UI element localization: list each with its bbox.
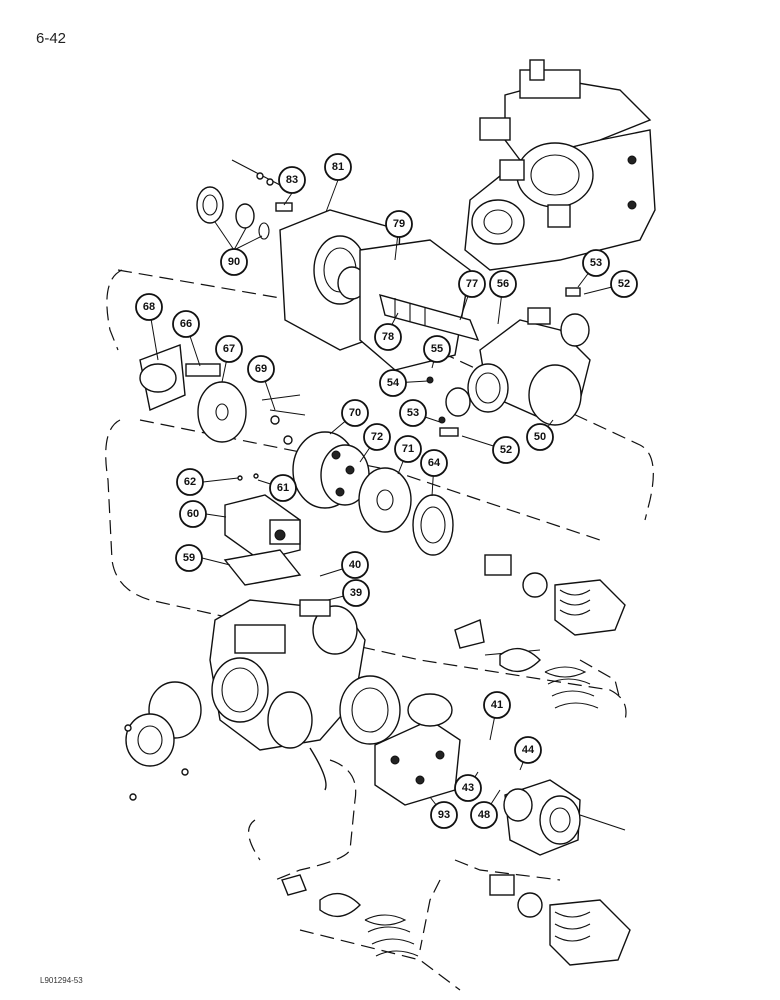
callout-label: 64 <box>428 457 441 469</box>
callout: 44 <box>514 736 542 764</box>
callout: 68 <box>135 293 163 321</box>
callout: 90 <box>220 248 248 276</box>
relief-valve-lower <box>281 874 631 966</box>
callout: 64 <box>420 449 448 477</box>
callout: 62 <box>176 468 204 496</box>
callout-label: 79 <box>393 218 405 230</box>
callout: 71 <box>394 435 422 463</box>
control-valve <box>223 473 302 586</box>
callout: 77 <box>458 270 486 298</box>
callout-label: 52 <box>618 278 630 290</box>
callout: 48 <box>470 801 498 829</box>
callout-label: 78 <box>382 331 394 343</box>
callout-label: 40 <box>349 559 361 571</box>
callout: 52 <box>492 436 520 464</box>
callout: 70 <box>341 399 369 427</box>
drive-shaft <box>379 294 480 342</box>
callout-label: 62 <box>184 476 196 488</box>
callout-label: 41 <box>491 699 503 711</box>
callout: 54 <box>379 369 407 397</box>
callout: 93 <box>430 801 458 829</box>
callout-label: 48 <box>478 809 490 821</box>
callout-label: 39 <box>350 587 362 599</box>
callout-label: 59 <box>183 552 195 564</box>
callout-label: 68 <box>143 301 155 313</box>
callout: 81 <box>324 153 352 181</box>
callout-label: 55 <box>431 343 443 355</box>
callout: 69 <box>247 355 275 383</box>
callout-label: 44 <box>522 744 535 756</box>
charge-pump <box>374 693 626 856</box>
callout: 40 <box>341 551 369 579</box>
callout: 59 <box>175 544 203 572</box>
callout: 39 <box>342 579 370 607</box>
callout-label: 60 <box>187 508 199 520</box>
cylinder-block-group <box>139 344 454 556</box>
callout: 56 <box>489 270 517 298</box>
callout-label: 53 <box>590 257 602 269</box>
callout-label: 83 <box>286 174 298 186</box>
callout-label: 71 <box>402 443 414 455</box>
callout: 60 <box>179 500 207 528</box>
callout: 55 <box>423 335 451 363</box>
callout-label: 53 <box>407 407 419 419</box>
callout-label: 66 <box>180 318 192 330</box>
relief-valve-upper <box>454 554 626 649</box>
callout-label: 72 <box>371 431 383 443</box>
callout-label: 81 <box>332 161 344 173</box>
callout-label: 50 <box>534 431 546 443</box>
callout-label: 56 <box>497 278 509 290</box>
relief-valve-middle <box>484 647 599 709</box>
callout-label: 43 <box>462 782 474 794</box>
callout: 83 <box>278 166 306 194</box>
callout: 41 <box>483 691 511 719</box>
callout-label: 93 <box>438 809 450 821</box>
swashplate-housing <box>426 287 591 437</box>
callout: 79 <box>385 210 413 238</box>
callout-label: 52 <box>500 444 512 456</box>
callout-label: 90 <box>228 256 240 268</box>
callout: 72 <box>363 423 391 451</box>
grouping-dashed-lines <box>105 269 654 991</box>
callout-label: 54 <box>387 377 400 389</box>
callout: 78 <box>374 323 402 351</box>
figure-code: L901294-53 <box>40 976 83 985</box>
callout: 61 <box>269 474 297 502</box>
assembled-pump <box>464 59 656 271</box>
callout: 66 <box>172 310 200 338</box>
callout: 53 <box>582 249 610 277</box>
callout: 43 <box>454 774 482 802</box>
main-housing <box>124 599 401 801</box>
callout: 53 <box>399 399 427 427</box>
callout: 67 <box>215 335 243 363</box>
page-number: 6-42 <box>36 30 67 47</box>
callout-label: 70 <box>349 407 361 419</box>
callout-label: 61 <box>277 482 289 494</box>
callout: 50 <box>526 423 554 451</box>
callout: 52 <box>610 270 638 298</box>
callout-label: 67 <box>223 343 235 355</box>
callout-label: 77 <box>466 278 478 290</box>
callout-label: 69 <box>255 363 267 375</box>
